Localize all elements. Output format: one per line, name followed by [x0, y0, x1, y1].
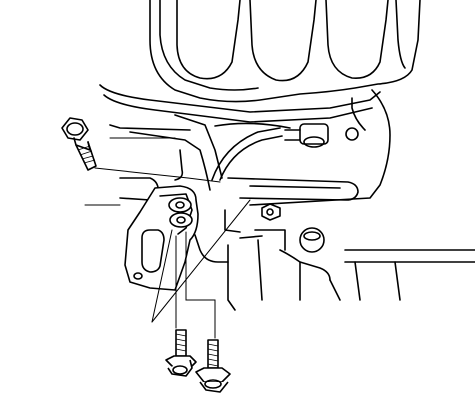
long-bolt — [61, 117, 97, 171]
bracket-boss-lower — [169, 212, 193, 228]
nut — [261, 203, 281, 221]
bracket-boss-upper — [168, 197, 192, 213]
bracket — [124, 185, 199, 291]
intake-manifold — [99, 0, 421, 221]
short-bolt — [165, 329, 197, 377]
flange-bolt — [195, 339, 231, 393]
engine-block — [194, 209, 475, 311]
leader-lines — [84, 137, 251, 339]
